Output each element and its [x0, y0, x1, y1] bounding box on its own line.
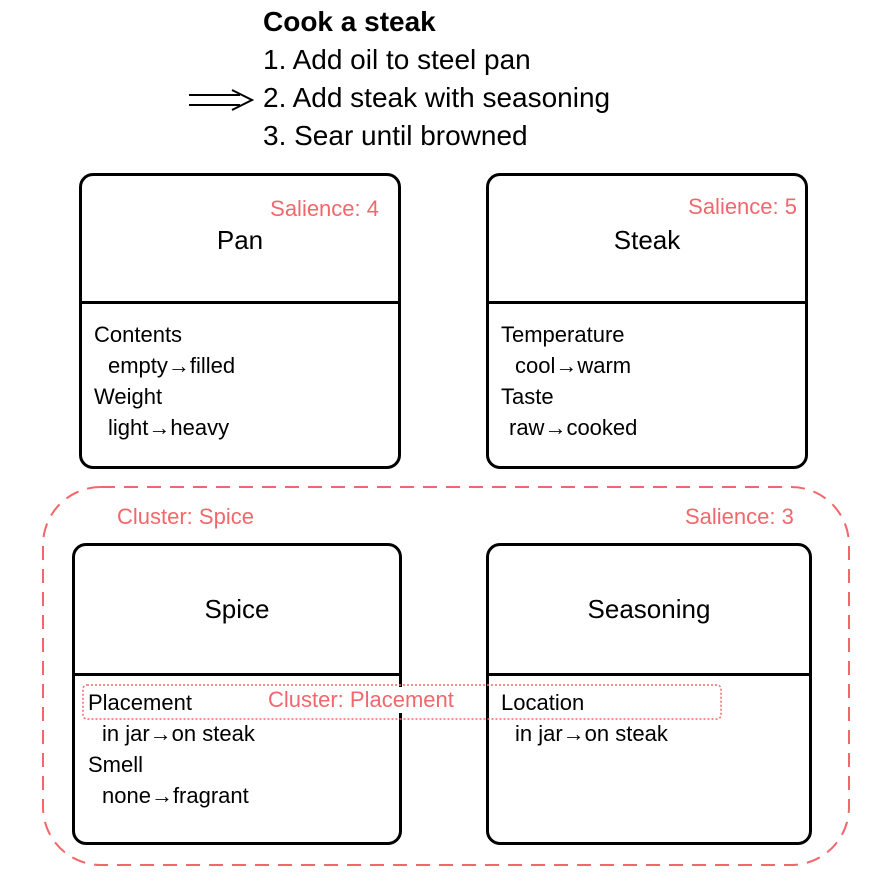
attribute-change: none→fragrant	[102, 783, 249, 808]
entity-card-pan: Salience: 4 Pan Contents empty→filled We…	[79, 173, 401, 469]
attribute-name: Smell	[88, 752, 144, 777]
attribute-list: Contents empty→filled Weight light→heavy	[94, 319, 235, 443]
task-step: 1. Add oil to steel pan	[263, 44, 531, 75]
attribute-name: Weight	[94, 384, 163, 409]
attribute-change: raw→cooked	[509, 415, 638, 440]
placement-cluster-boundary	[82, 684, 722, 720]
entity-name: Seasoning	[587, 594, 711, 624]
attribute-name: Location	[501, 690, 585, 715]
attribute-list: Placement in jar→on steak Smell none→fra…	[88, 687, 255, 811]
attribute-list: Location in jar→on steak	[501, 687, 668, 749]
entity-card-steak: Salience: 5 Steak Temperature cool→warm …	[486, 173, 808, 469]
attribute-change: cool→warm	[515, 353, 632, 378]
cluster-label-placement: Cluster: Placement	[266, 687, 456, 713]
task-step: 3. Sear until browned	[263, 120, 528, 151]
task-step-current: 2. Add steak with seasoning	[263, 82, 611, 113]
attribute-name: Placement	[88, 690, 192, 715]
attribute-change: light→heavy	[108, 415, 230, 440]
spice-cluster-boundary	[42, 486, 850, 866]
salience-label: Salience: 4	[270, 196, 379, 221]
cluster-salience-label: Salience: 3	[685, 504, 794, 529]
entity-card-header: Salience: 4 Pan	[82, 176, 398, 304]
entity-card-header: Spice	[75, 546, 399, 676]
attribute-change: empty→filled	[108, 353, 236, 378]
entity-name: Steak	[613, 225, 681, 255]
attribute-name: Temperature	[501, 322, 625, 347]
entity-card-header: Salience: 5 Steak	[489, 176, 805, 304]
current-step-arrow-icon	[189, 89, 254, 111]
entity-card-header: Seasoning	[489, 546, 809, 676]
entity-card-seasoning: Seasoning Location in jar→on steak	[486, 543, 812, 845]
attribute-name: Taste	[501, 384, 554, 409]
attribute-list: Temperature cool→warm Taste raw→cooked	[501, 319, 637, 443]
entity-name: Pan	[216, 225, 264, 255]
salience-label: Salience: 5	[688, 194, 797, 219]
attribute-change: in jar→on steak	[515, 721, 668, 746]
task-title: Cook a steak	[263, 6, 436, 37]
attribute-change: in jar→on steak	[102, 721, 255, 746]
cluster-label-spice: Cluster: Spice	[117, 504, 254, 529]
entity-name: Spice	[204, 594, 270, 624]
attribute-name: Contents	[94, 322, 183, 347]
